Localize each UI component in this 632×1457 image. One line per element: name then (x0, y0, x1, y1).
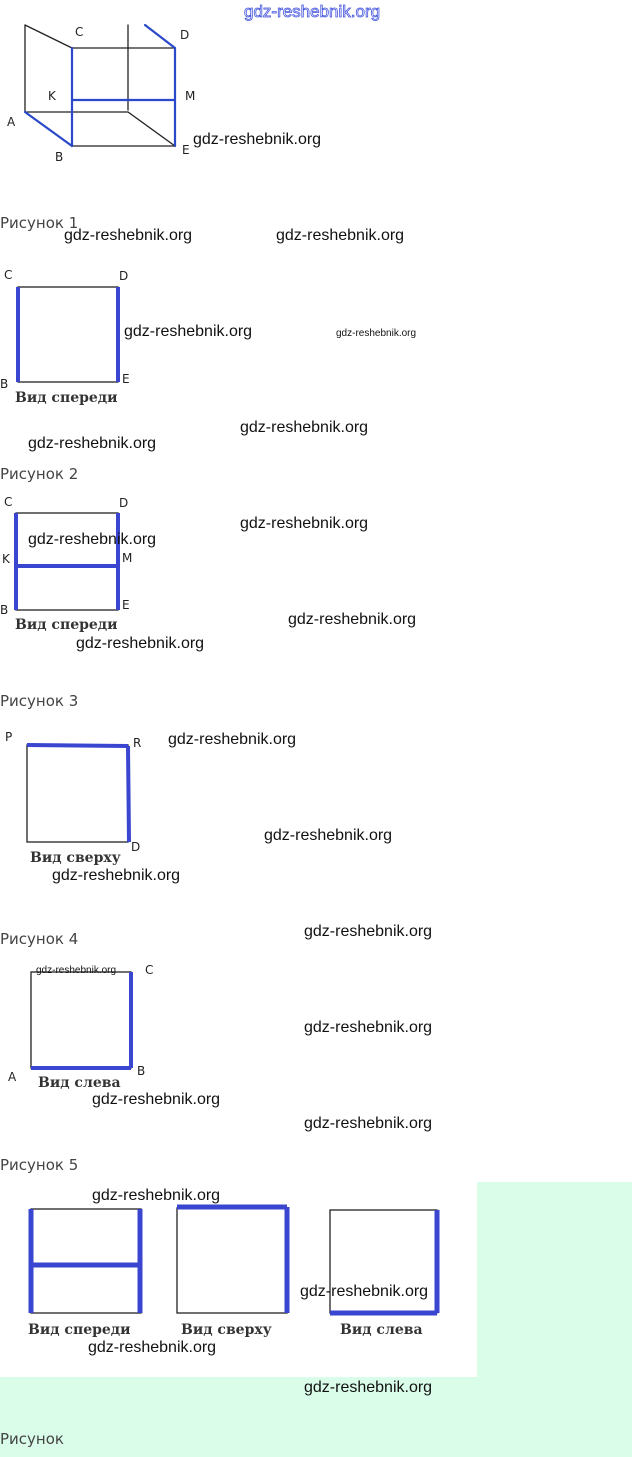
point-label-d: D (180, 28, 190, 42)
point-label-c: C (75, 25, 84, 39)
figure3-front-view (14, 512, 120, 611)
view-caption: Вид слева (38, 1075, 121, 1091)
point-label-m: M (185, 89, 196, 103)
point-label-d: D (119, 269, 129, 283)
point-label-a: A (8, 1070, 17, 1084)
point-label-c: C (4, 268, 13, 282)
watermark: gdz-reshebnik.org (92, 1187, 221, 1204)
view-caption-front: Вид спереди (28, 1322, 131, 1338)
point-label-c: C (145, 963, 154, 977)
point-label-e: E (182, 143, 190, 157)
watermark: gdz-reshebnik.org (304, 1115, 433, 1132)
watermark: gdz-reshebnik.org (304, 1019, 433, 1036)
watermark: gdz-reshebnik.org (88, 1339, 217, 1356)
point-label-b: B (137, 1064, 146, 1078)
point-label-k: K (48, 89, 56, 103)
view-caption-left: Вид слева (340, 1322, 423, 1338)
point-label-b: B (55, 150, 64, 164)
figure1-cube (23, 23, 177, 148)
figure2-front-view (16, 286, 120, 383)
accent-background (0, 1377, 632, 1457)
watermark: gdz-reshebnik.org (240, 515, 369, 532)
point-label-e: E (122, 372, 130, 386)
watermark: gdz-reshebnik.org (288, 611, 417, 628)
figure4-top-view (26, 743, 131, 843)
watermark: gdz-reshebnik.org (76, 635, 205, 652)
figure6-three-views (28, 1204, 440, 1316)
watermark: gdz-reshebnik.org (92, 1091, 221, 1108)
figure-caption: Рисунок 2 (0, 465, 79, 483)
view-caption-top: Вид сверху (181, 1322, 272, 1338)
accent-background (477, 1182, 632, 1382)
watermark: gdz-reshebnik.org (240, 419, 369, 436)
view-caption: Вид сверху (30, 850, 121, 866)
point-label-d: D (119, 496, 129, 510)
figure5-left-view (30, 971, 133, 1070)
figure-caption: Рисунок 3 (0, 692, 79, 710)
point-label-e: E (122, 598, 130, 612)
watermark: gdz-reshebnik.org (336, 328, 417, 339)
view-caption: Вид спереди (15, 617, 118, 633)
watermark: gdz-reshebnik.org (28, 531, 157, 548)
watermark: gdz-reshebnik.org (264, 827, 393, 844)
watermark: gdz-reshebnik.org (193, 131, 322, 148)
point-label-k: K (2, 552, 10, 566)
watermark: gdz-reshebnik.org (300, 1283, 429, 1300)
figure-caption: Рисунок 4 (0, 930, 79, 948)
point-label-a: A (7, 115, 16, 129)
watermark: gdz-reshebnik.org (168, 731, 297, 748)
watermark: gdz-reshebnik.org (124, 323, 253, 340)
point-label-p: P (5, 730, 13, 744)
watermark: gdz-reshebnik.org (28, 435, 157, 452)
view-caption: Вид спереди (15, 390, 118, 406)
figure-caption: Рисунок 5 (0, 1156, 79, 1174)
watermark: gdz-reshebnik.org (304, 923, 433, 940)
watermark: gdz-reshebnik.org (36, 965, 117, 976)
watermark: gdz-reshebnik.org (304, 1379, 433, 1396)
point-label-m: M (122, 551, 133, 565)
figure-caption: Рисунок 1 (0, 214, 79, 232)
point-label-b: B (0, 603, 9, 617)
watermark-header: gdz-reshebnik.org (244, 2, 381, 22)
point-label-r: R (133, 736, 142, 750)
watermark: gdz-reshebnik.org (276, 227, 405, 244)
watermark: gdz-reshebnik.org (52, 867, 181, 884)
point-label-b: B (0, 377, 9, 391)
figure-caption: Рисунок (0, 1430, 64, 1448)
point-label-c: C (4, 495, 13, 509)
watermark: gdz-reshebnik.org (64, 227, 193, 244)
point-label-d: D (131, 840, 141, 854)
